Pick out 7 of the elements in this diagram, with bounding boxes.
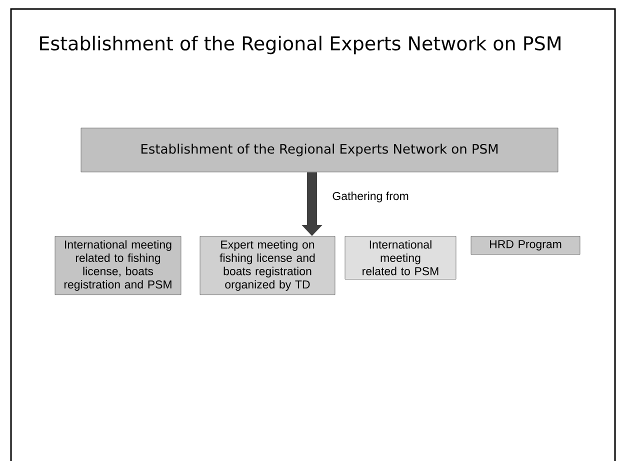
source-box: International meeting related to fishing license, boats registration and PSM <box>54 236 182 296</box>
source-box: Expert meeting on fishing license and boats registration organized by TD <box>200 236 336 296</box>
title-box: Establishment of the Regional Experts Network on PSM <box>80 128 558 172</box>
slide-title: Establishment of the Regional Experts Network on PSM <box>40 36 560 54</box>
source-box: International meeting related to PSM <box>344 236 456 280</box>
edge-label: Gathering from <box>332 192 408 202</box>
source-box: HRD Program <box>470 236 580 255</box>
